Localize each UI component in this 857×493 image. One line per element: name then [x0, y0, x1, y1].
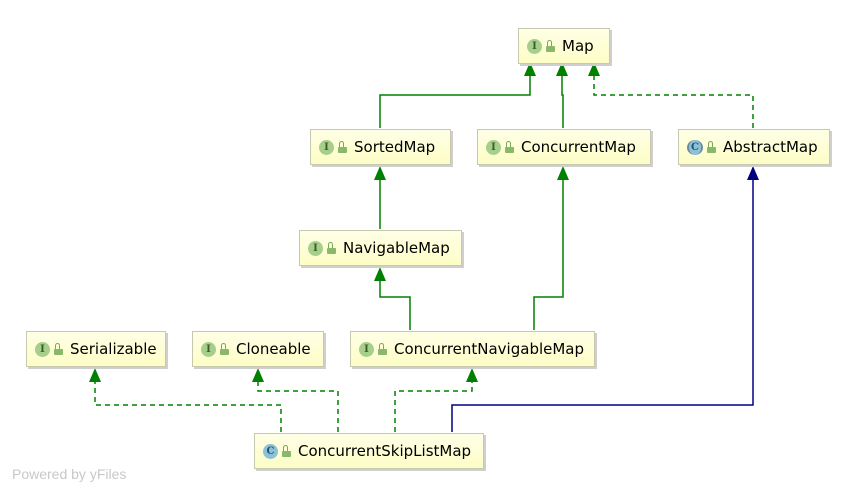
node-sortedmap[interactable]: I SortedMap [310, 129, 451, 165]
interface-icon: I [486, 139, 501, 155]
node-label: Map [562, 37, 594, 55]
node-concurrentskiplistmap[interactable]: C ConcurrentSkipListMap [254, 433, 484, 469]
interface-icon: I [308, 240, 323, 256]
node-abstractmap[interactable]: C AbstractMap [678, 129, 830, 165]
edge-abstractmap-implements-map [593, 74, 754, 128]
lock-icon [505, 141, 514, 153]
edge-csl-implements-serializable [94, 380, 282, 432]
node-label: ConcurrentNavigableMap [394, 340, 585, 358]
arrowhead-cnm-concurrentmap [557, 166, 569, 180]
lock-icon [327, 242, 336, 254]
arrowhead-csl-cloneable [252, 368, 264, 382]
edge-csl-implements-cloneable [257, 380, 339, 432]
arrowhead-cnm-navigablemap [374, 267, 386, 281]
edge-cnm-extends-concurrentmap [533, 178, 564, 330]
arrowhead-navigablemap-sortedmap [374, 166, 386, 180]
lock-icon [338, 141, 347, 153]
interface-icon: I [527, 38, 542, 54]
lock-icon [282, 445, 291, 457]
node-navigablemap[interactable]: I NavigableMap [299, 230, 462, 266]
abstract-class-icon: C [687, 139, 703, 155]
arrowhead-sortedmap-map [524, 62, 536, 76]
interface-icon: I [319, 139, 334, 155]
lock-icon [546, 40, 555, 52]
arrowhead-concurrentmap-map [556, 62, 568, 76]
interface-icon: I [359, 341, 374, 357]
node-concurrentmap[interactable]: I ConcurrentMap [477, 129, 651, 165]
edge-cnm-extends-navigablemap [379, 279, 411, 330]
node-concurrentnavigablemap[interactable]: I ConcurrentNavigableMap [350, 331, 595, 367]
node-label: Serializable [70, 340, 157, 358]
node-serializable[interactable]: I Serializable [26, 331, 166, 367]
interface-icon: I [201, 341, 216, 357]
lock-icon [220, 343, 229, 355]
edge-concurrentmap-extends-map [561, 74, 564, 128]
powered-by-credit: Powered by yFiles [12, 466, 127, 482]
arrowhead-csl-serializable [89, 368, 101, 382]
arrowhead-csl-cnm [466, 368, 478, 382]
edge-sortedmap-extends-map [379, 74, 531, 128]
edge-csl-extends-abstractmap [451, 178, 754, 432]
class-icon: C [263, 443, 278, 459]
node-label: NavigableMap [343, 239, 450, 257]
lock-icon [378, 343, 387, 355]
node-label: ConcurrentSkipListMap [298, 442, 472, 460]
lock-icon [54, 343, 63, 355]
arrowhead-abstractmap-map [588, 62, 600, 76]
lock-icon [707, 141, 716, 153]
interface-icon: I [35, 341, 50, 357]
node-label: Cloneable [236, 340, 311, 358]
node-label: ConcurrentMap [521, 138, 636, 156]
node-label: AbstractMap [723, 138, 818, 156]
node-map[interactable]: I Map [518, 28, 610, 64]
arrowhead-csl-abstractmap [747, 166, 759, 180]
node-label: SortedMap [354, 138, 436, 156]
edge-csl-implements-cnm [394, 380, 473, 432]
node-cloneable[interactable]: I Cloneable [192, 331, 324, 367]
